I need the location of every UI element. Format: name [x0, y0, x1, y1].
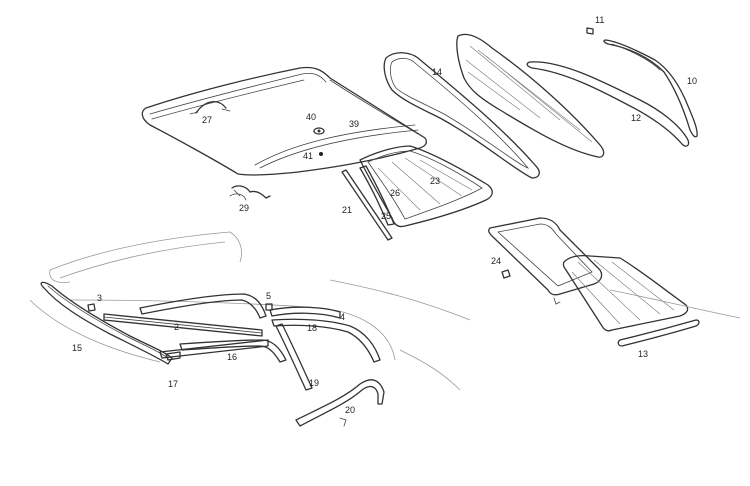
trim-strip-12	[526, 61, 690, 147]
seal-25	[359, 165, 395, 226]
label-14: 14	[432, 67, 442, 77]
label-16: 16	[227, 352, 237, 362]
label-17: 17	[168, 379, 178, 389]
label-26: 26	[390, 188, 400, 198]
strip-17	[159, 339, 269, 361]
label-3: 3	[97, 293, 102, 303]
bracket-29	[229, 185, 271, 201]
label-40: 40	[306, 112, 316, 122]
label-15: 15	[72, 343, 82, 353]
label-5: 5	[266, 291, 271, 301]
label-25: 25	[381, 211, 391, 221]
label-24: 24	[491, 256, 501, 266]
label-2: 2	[174, 322, 179, 332]
label-23: 23	[430, 176, 440, 186]
label-4: 4	[340, 312, 345, 322]
clip-3	[87, 303, 96, 312]
door-glass	[562, 255, 689, 332]
car-body-outline	[29, 231, 741, 391]
label-29: 29	[239, 203, 249, 213]
label-20: 20	[345, 405, 355, 415]
strip-4	[269, 306, 341, 319]
label-10: 10	[687, 76, 697, 86]
windshield-seal-15	[40, 281, 173, 365]
clip-5	[265, 303, 273, 311]
label-41: 41	[303, 151, 313, 161]
post-21	[341, 169, 393, 241]
clip-11	[586, 27, 594, 35]
label-39: 39	[349, 119, 359, 129]
hardtop-roof	[141, 66, 427, 176]
curved-seal-20	[295, 379, 385, 427]
strip-16	[179, 339, 287, 363]
rear-window-seal-14	[383, 52, 540, 179]
rear-glass	[456, 33, 605, 158]
label-19: 19	[309, 378, 319, 388]
trim-strip-10	[603, 39, 698, 138]
roof-fastener-41	[319, 152, 323, 156]
label-12: 12	[631, 113, 641, 123]
door-seal-13	[617, 319, 700, 347]
label-27: 27	[202, 115, 212, 125]
label-21: 21	[342, 205, 352, 215]
callout-labels: 11 10 14 12 27 40 39 41 23 26 29 21 25 2…	[72, 15, 697, 415]
label-18: 18	[307, 323, 317, 333]
strip-2	[103, 313, 263, 337]
label-13: 13	[638, 349, 648, 359]
label-11: 11	[595, 15, 604, 25]
pillar-19	[275, 323, 313, 391]
strip-18	[271, 318, 381, 363]
roof-vent-40	[313, 127, 325, 135]
frame-piece-upper	[139, 293, 267, 319]
door-window-frame-24	[488, 217, 603, 305]
